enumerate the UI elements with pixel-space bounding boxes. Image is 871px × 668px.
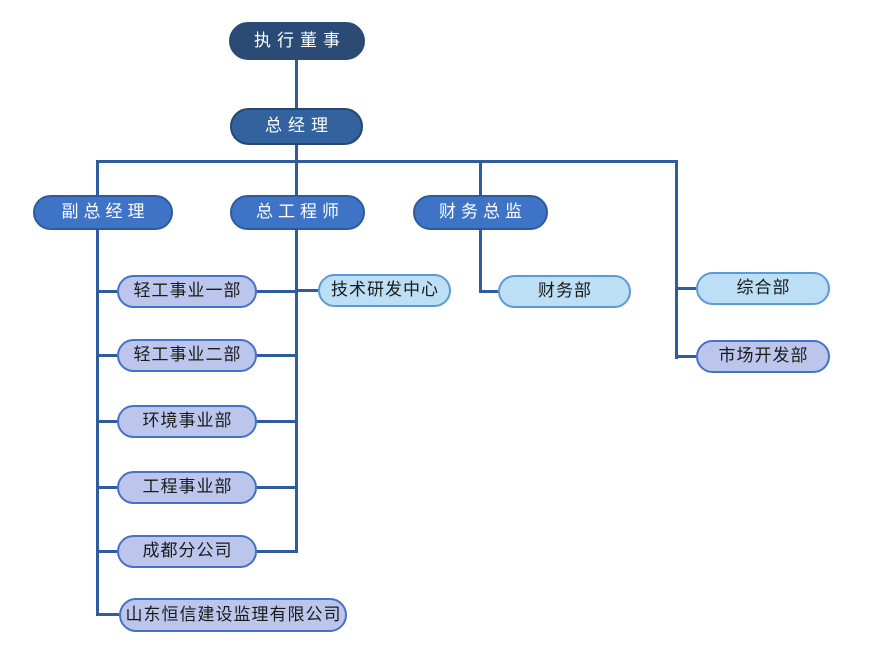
- org-node-chief-engineer: 总工程师: [230, 195, 365, 230]
- org-node-shandong-hengxin-supervision: 山东恒信建设监理有限公司: [119, 598, 347, 632]
- connector-chief-engineer-trunk: [295, 230, 298, 553]
- connector-drop-chief-engineer: [295, 163, 298, 195]
- connector-stub-general-affairs: [678, 287, 696, 290]
- connector-stub-left-row2: [96, 354, 117, 357]
- org-node-general-affairs-department: 综合部: [696, 272, 830, 305]
- org-node-environment-division: 环境事业部: [117, 405, 257, 438]
- org-node-finance-department: 财务部: [498, 275, 631, 308]
- connector-stub-right-row2: [257, 354, 298, 357]
- connector-stub-right-row1: [257, 290, 298, 293]
- connector-drop-deputy-gm: [96, 163, 99, 195]
- connector-drop-finance-director: [479, 163, 482, 195]
- org-node-engineering-division: 工程事业部: [117, 471, 257, 504]
- connector-right-column-vertical: [675, 163, 678, 359]
- connector-stub-left-row3: [96, 420, 117, 423]
- org-node-general-manager: 总经理: [230, 108, 363, 145]
- connector-stub-left-row1: [96, 290, 117, 293]
- connector-gm-to-mainline: [295, 145, 298, 161]
- connector-stub-tech-rd: [298, 289, 318, 292]
- org-node-light-industry-division-2: 轻工事业二部: [117, 339, 257, 372]
- connector-finance-director-trunk: [479, 230, 482, 293]
- connector-deputy-gm-trunk: [96, 230, 99, 616]
- org-node-technology-rd-center: 技术研发中心: [318, 274, 451, 307]
- connector-stub-market-development: [678, 355, 696, 358]
- connector-exec-to-gm: [295, 60, 298, 108]
- connector-stub-right-row3: [257, 420, 298, 423]
- connector-stub-finance-dept: [482, 290, 498, 293]
- org-node-light-industry-division-1: 轻工事业一部: [117, 275, 257, 308]
- org-node-market-development-department: 市场开发部: [696, 340, 830, 373]
- connector-stub-left-row6: [96, 613, 119, 616]
- org-node-finance-director: 财务总监: [413, 195, 548, 230]
- connector-stub-left-row4: [96, 486, 117, 489]
- org-node-chengdu-branch: 成都分公司: [117, 535, 257, 568]
- org-node-executive-director: 执行董事: [229, 22, 365, 60]
- org-node-deputy-general-manager: 副总经理: [33, 195, 173, 230]
- connector-stub-right-row4: [257, 486, 298, 489]
- connector-main-horizontal: [96, 160, 678, 163]
- connector-stub-right-row5: [257, 550, 298, 553]
- connector-stub-left-row5: [96, 550, 117, 553]
